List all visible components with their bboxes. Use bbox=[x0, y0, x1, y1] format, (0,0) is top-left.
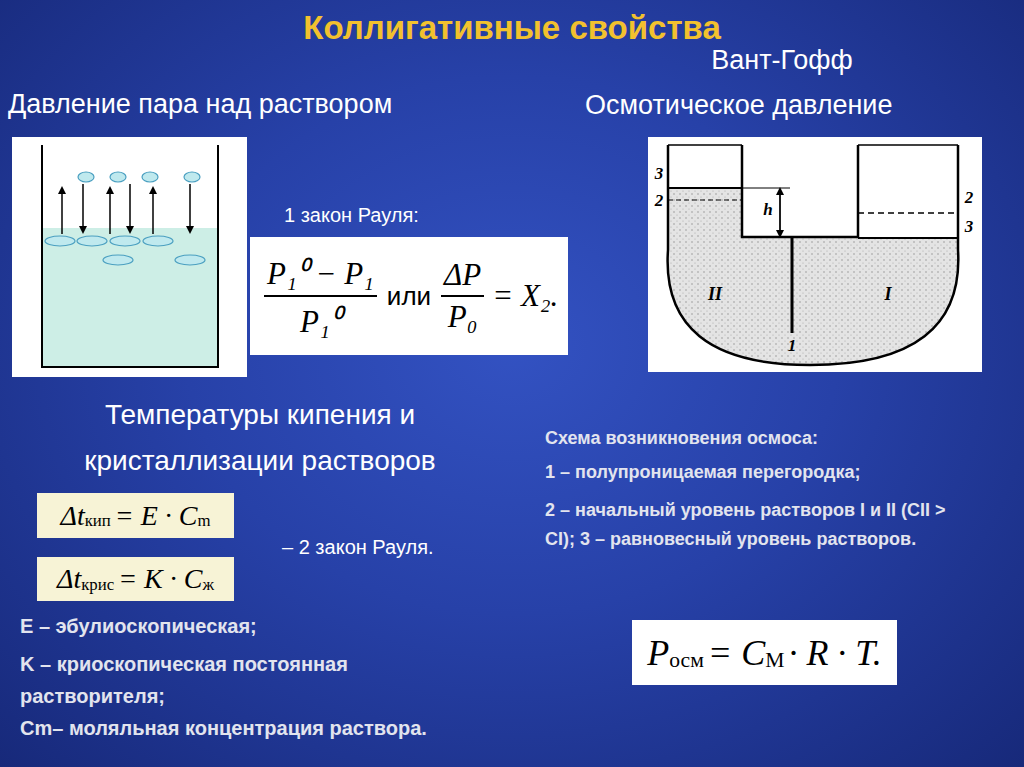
numerator: ΔP bbox=[441, 257, 484, 297]
formula-box: Δtкрис= K · Cж bbox=[37, 557, 234, 601]
formula-part: = K · C bbox=[118, 563, 202, 595]
denominator: P₀ bbox=[445, 297, 481, 335]
slide-text: 2 – начальный уровень растворов I и II (… bbox=[545, 496, 975, 554]
subscript: ж bbox=[202, 575, 214, 595]
callout-number: h bbox=[760, 200, 776, 220]
slide-text: Осмотическое давление bbox=[585, 89, 985, 121]
slide-text: 1 – полупроницаемая перегородка; bbox=[545, 462, 985, 484]
formula-box: P₁⁰ − P₁P₁⁰илиΔPP₀= X₂. bbox=[250, 237, 568, 355]
formula-box: Pосм= CM· R · T. bbox=[632, 620, 897, 685]
formula-part: = E · C bbox=[115, 500, 198, 532]
slide-text: E – эбулиоскопическая; bbox=[20, 614, 500, 638]
denominator: P₁⁰ bbox=[297, 297, 344, 341]
osmosis-u-tube bbox=[648, 137, 982, 372]
fraction: ΔPP₀ bbox=[441, 257, 484, 335]
fraction: P₁⁰ − P₁P₁⁰ bbox=[264, 251, 377, 341]
subscript: M bbox=[765, 648, 784, 673]
callout-number: 3 bbox=[652, 164, 666, 184]
formula-box: Δtкип= E · Cm bbox=[37, 493, 234, 538]
subscript: m bbox=[197, 511, 210, 531]
slide-title: Коллигативные свойства bbox=[0, 8, 1024, 48]
callout-number: 2 bbox=[962, 188, 976, 208]
slide-text: K – криоскопическая постоянная растворит… bbox=[20, 648, 450, 712]
slide-text: Давление пара над раствором bbox=[8, 88, 508, 120]
formula-part: = C bbox=[708, 632, 765, 674]
callout-number: II bbox=[702, 284, 728, 306]
callout-number: 3 bbox=[962, 217, 976, 237]
beaker-illustration bbox=[12, 137, 247, 377]
numerator: P₁⁰ − P₁ bbox=[264, 251, 377, 297]
subscript: кип bbox=[85, 511, 111, 531]
slide-text: Температуры кипения и кристаллизации рас… bbox=[40, 392, 480, 484]
slide-text: Вант-Гофф bbox=[672, 44, 892, 76]
formula-part: = X₂. bbox=[492, 278, 558, 314]
formula-word: или bbox=[387, 281, 431, 312]
slide-text: Cm– моляльная концентрация раствора. bbox=[20, 716, 520, 740]
subscript: крис bbox=[81, 575, 114, 595]
slide-text: – 2 закон Рауля. bbox=[282, 535, 512, 559]
formula-part: · R · T. bbox=[788, 632, 881, 674]
formula-part: P bbox=[647, 632, 669, 674]
callout-number: 2 bbox=[652, 191, 666, 211]
slide-text: 1 закон Рауля: bbox=[284, 203, 494, 227]
formula-part: Δt bbox=[60, 500, 84, 532]
subscript: осм bbox=[669, 648, 704, 673]
slide-text: Схема возникновения осмоса: bbox=[545, 428, 985, 450]
callout-number: 1 bbox=[785, 336, 799, 356]
callout-number: I bbox=[880, 284, 896, 306]
formula-part: Δt bbox=[57, 563, 81, 595]
